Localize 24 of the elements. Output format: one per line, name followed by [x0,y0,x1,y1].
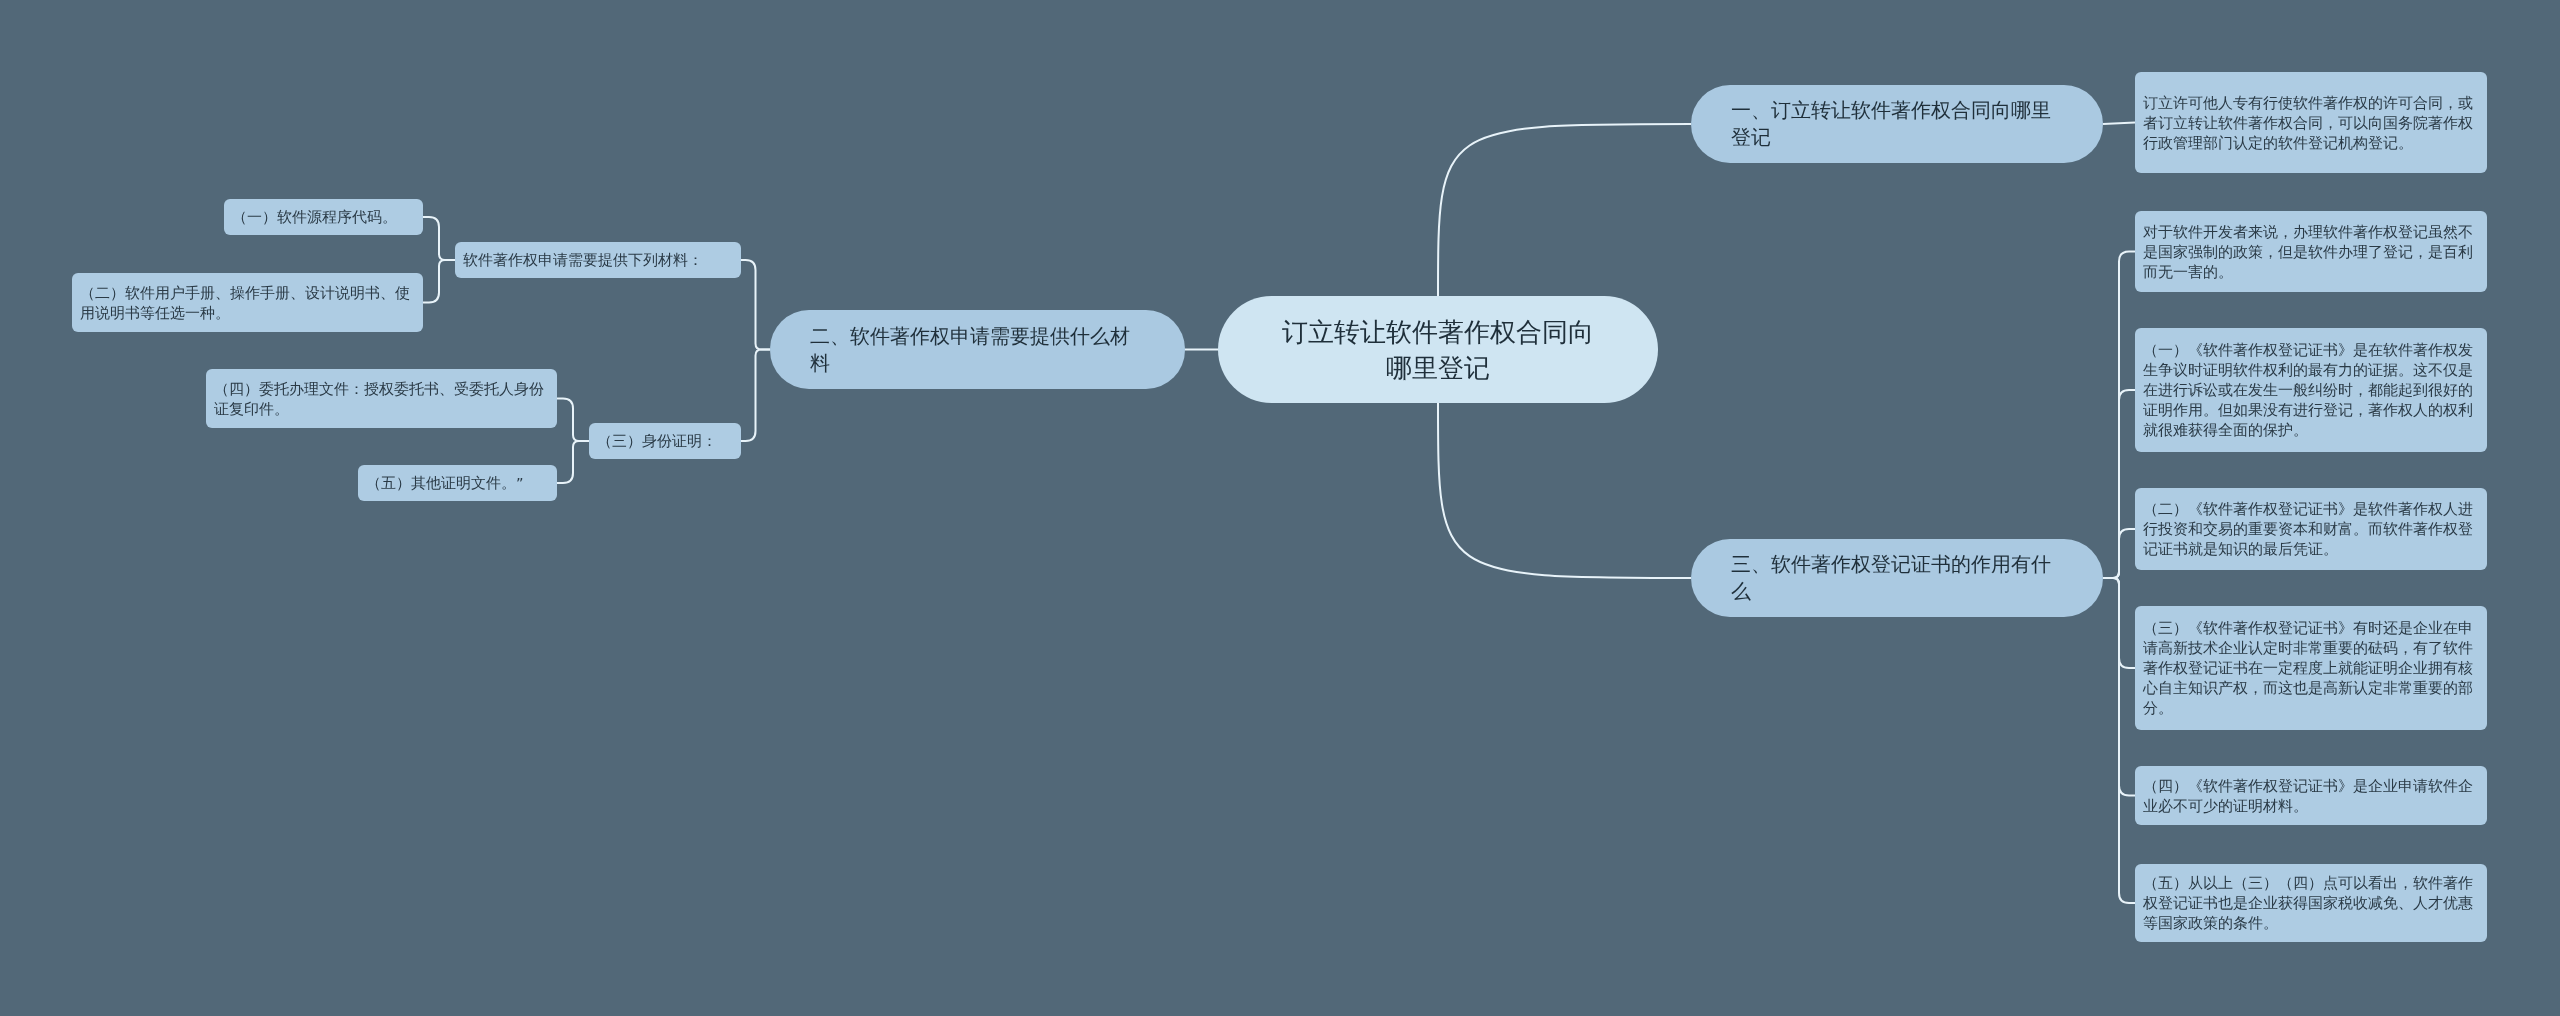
connector-line [422,259,456,304]
connector-line [556,440,590,484]
detail-note: （五）其他证明文件。” [358,465,557,501]
detail-note: （三）《软件著作权登记证书》有时还是企业在申请高新技术企业认定时非常重要的砝码，有了软件著作权登记证书在一定程度上就能证明企业拥有核心自主知识产权，而这也是高新认定非常重要的部分。 [2135,606,2487,730]
detail-note: （四）《软件著作权登记证书》是企业申请软件企业必不可少的证明材料。 [2135,766,2487,825]
detail-note: （四）委托办理文件：授权委托书、受委托人身份证复印件。 [206,369,557,428]
detail-note: （五）从以上（三）（四）点可以看出，软件著作权登记证书也是企业获得国家税收减免、人才优惠等国家政策的条件。 [2135,864,2487,942]
detail-note: （一）《软件著作权登记证书》是在软件著作权发生争议时证明软件权利的最有力的证据。这不仅是在进行诉讼或在发生一般纠纷时，都能起到很好的证明作用。但如果没有进行登记，著作权人的权利就很难获得全面的保护。 [2135,328,2487,452]
detail-note: （三）身份证明： [589,423,741,459]
connector-line [1184,348,1219,351]
branch-topic: 二、软件著作权申请需要提供什么材料 [770,310,1185,389]
detail-note: 订立许可他人专有行使软件著作权的许可合同，或者订立转让软件著作权合同，可以向国务院著作权行政管理部门认定的软件登记机构登记。 [2135,72,2487,173]
branch-topic: 一、订立转让软件著作权合同向哪里登记 [1691,85,2103,163]
detail-note: （二）软件用户手册、操作手册、设计说明书、使用说明书等任选一种。 [72,273,423,332]
detail-note: 软件著作权申请需要提供下列材料： [455,242,741,278]
connector-line [1437,402,1692,579]
detail-note: （二）《软件著作权登记证书》是软件著作权人进行投资和交易的重要资本和财富。而软件著作权登记证书就是知识的最后凭证。 [2135,488,2487,570]
detail-note: （一）软件源程序代码。 [224,199,423,235]
connector-line [2102,577,2136,904]
branch-topic: 三、软件著作权登记证书的作用有什么 [1691,539,2103,617]
connector-line [1437,123,1692,297]
detail-note: 对于软件开发者来说，办理软件著作权登记虽然不是国家强制的政策，但是软件办理了登记，是百利而无一害的。 [2135,211,2487,292]
connector-line [2102,121,2136,125]
central-topic: 订立转让软件著作权合同向哪里登记 [1218,296,1658,403]
